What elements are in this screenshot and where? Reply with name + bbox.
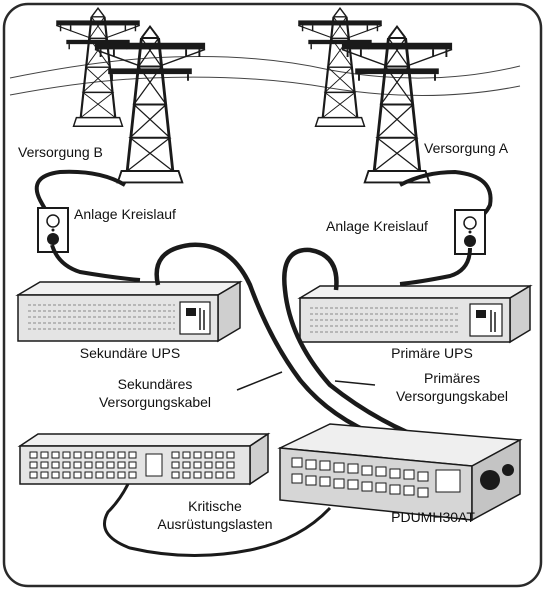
pdu-icon [277,423,523,522]
load-cable [103,483,332,557]
wall-outlet-icon [37,207,69,253]
equipment-rack-icon [17,432,271,486]
label-pdu-model: PDUMH30AT [391,509,475,525]
outlet-to-ups-b [50,244,141,282]
pointer-line [334,380,376,386]
ups-icon [15,280,243,343]
label-cable-primary-1: Primäres [423,370,481,386]
label-supply-a: Versorgung A [424,140,509,156]
label-ups-primary: Primäre UPS [391,345,473,361]
label-cable-secondary-1: Sekundäres [117,376,193,392]
outlet-to-ups-a [399,247,472,286]
label-ups-secondary: Sekundäre UPS [79,345,181,361]
wall-outlet-icon [454,209,486,255]
label-loads-1: Kritische [188,498,242,514]
overhead-wire [9,56,521,79]
label-supply-b: Versorgung B [18,144,103,160]
label-cable-primary-2: Versorgungskabel [395,388,509,404]
overhead-wire [9,76,521,96]
label-loads-2: Ausrüstungslasten [157,516,273,532]
power-tower-icon [93,25,207,184]
pointer-line [236,371,283,391]
outer-frame [2,2,543,588]
ups-icon [297,284,533,344]
power-tower-icon [297,7,383,128]
power-tower-icon [340,25,454,184]
label-cable-secondary-2: Versorgungskabel [98,394,212,410]
label-circuit-left: Anlage Kreislauf [74,206,176,222]
label-circuit-right: Anlage Kreislauf [326,218,428,234]
